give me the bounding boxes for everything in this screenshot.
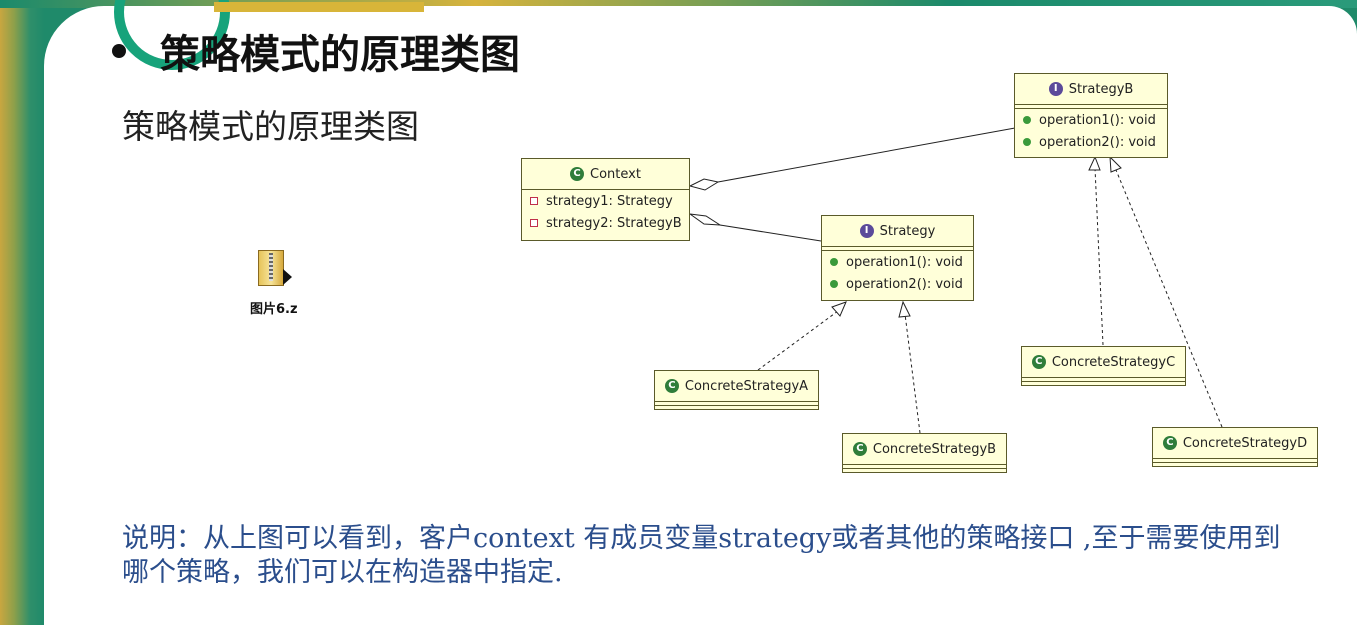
aggregation-diamond-icon xyxy=(688,178,720,191)
realization-arrowhead-icon xyxy=(1088,155,1101,171)
operation-row: operation1(): void xyxy=(1015,109,1167,131)
uml-class-concrete-strategy-d[interactable]: C ConcreteStrategyD xyxy=(1152,427,1318,467)
file-label[interactable]: 图片6.z xyxy=(250,302,298,317)
zip-folder-icon[interactable] xyxy=(258,250,292,286)
public-method-icon xyxy=(1023,138,1031,146)
uml-class-concrete-strategy-b[interactable]: C ConcreteStrategyB xyxy=(842,433,1007,473)
realization-arrowhead-icon xyxy=(898,300,911,318)
slide-title: 策略模式的原理类图 xyxy=(160,31,520,78)
uml-class-concrete-strategy-c[interactable]: C ConcreteStrategyC xyxy=(1021,346,1186,386)
operation-row: operation2(): void xyxy=(822,273,973,295)
class-name: ConcreteStrategyA xyxy=(684,378,809,394)
uml-class-concrete-strategy-a[interactable]: C ConcreteStrategyA xyxy=(654,370,819,410)
header-accent-bar xyxy=(214,2,424,12)
aggregation-diamond-icon xyxy=(689,213,722,226)
description-text: 说明：从上图可以看到，客户context 有成员变量strategy或者其他的策… xyxy=(122,523,1281,588)
realization-csA-strategy xyxy=(757,310,839,371)
class-icon: C xyxy=(1162,436,1177,450)
uml-interface-strategy[interactable]: I Strategy operation1(): void operation2(… xyxy=(821,215,974,301)
class-icon: C xyxy=(570,167,585,181)
aggregation-context-strategy xyxy=(719,224,822,242)
public-method-icon xyxy=(830,258,838,266)
class-name: Strategy xyxy=(879,223,936,239)
operation-row: operation2(): void xyxy=(1015,131,1167,153)
class-name: StrategyB xyxy=(1068,81,1134,97)
operation-row: operation1(): void xyxy=(822,251,973,273)
top-decorative-band xyxy=(0,0,1357,8)
realization-csB-strategy xyxy=(904,313,921,434)
class-name: ConcreteStrategyC xyxy=(1051,354,1176,370)
interface-icon: I xyxy=(1048,82,1063,96)
private-field-icon xyxy=(530,219,538,227)
class-icon: C xyxy=(664,379,679,393)
slide-subtitle: 策略模式的原理类图 xyxy=(122,107,419,146)
uml-class-context[interactable]: C Context strategy1: Strategy strategy2: … xyxy=(521,158,690,241)
public-method-icon xyxy=(830,280,838,288)
class-name: ConcreteStrategyB xyxy=(872,441,997,457)
aggregation-context-strategyB xyxy=(717,127,1016,183)
attribute-row: strategy1: Strategy xyxy=(522,190,689,212)
private-field-icon xyxy=(530,197,538,205)
class-icon: C xyxy=(852,442,867,456)
attribute-row: strategy2: StrategyB xyxy=(522,212,689,234)
class-icon: C xyxy=(1031,355,1046,369)
uml-interface-strategyB[interactable]: I StrategyB operation1(): void operation2… xyxy=(1014,73,1168,158)
realization-csD-strategyB xyxy=(1115,169,1223,428)
realization-arrowhead-icon xyxy=(831,301,847,317)
interface-icon: I xyxy=(859,224,874,238)
realization-arrowhead-icon xyxy=(1109,155,1122,173)
class-name: Context xyxy=(590,166,641,182)
class-name: ConcreteStrategyD xyxy=(1182,435,1308,451)
bullet-icon xyxy=(112,44,126,58)
logo-ring-icon xyxy=(114,0,230,70)
realization-csC-strategyB xyxy=(1094,167,1104,346)
public-method-icon xyxy=(1023,116,1031,124)
